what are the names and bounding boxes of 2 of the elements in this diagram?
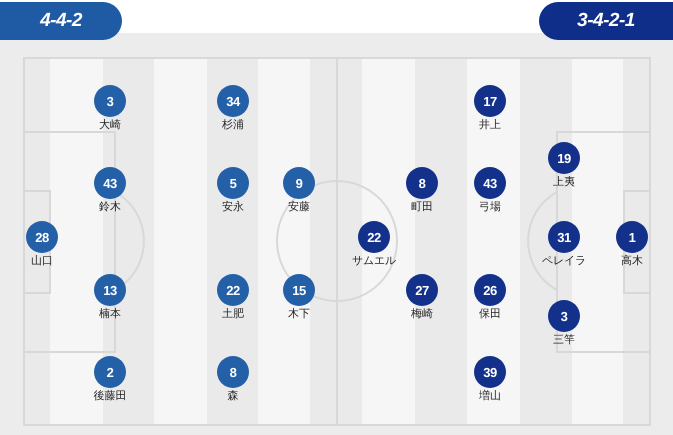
formation-tab: 3-4-2-1: [539, 2, 673, 40]
formation-tab: 4-4-2: [0, 2, 122, 40]
